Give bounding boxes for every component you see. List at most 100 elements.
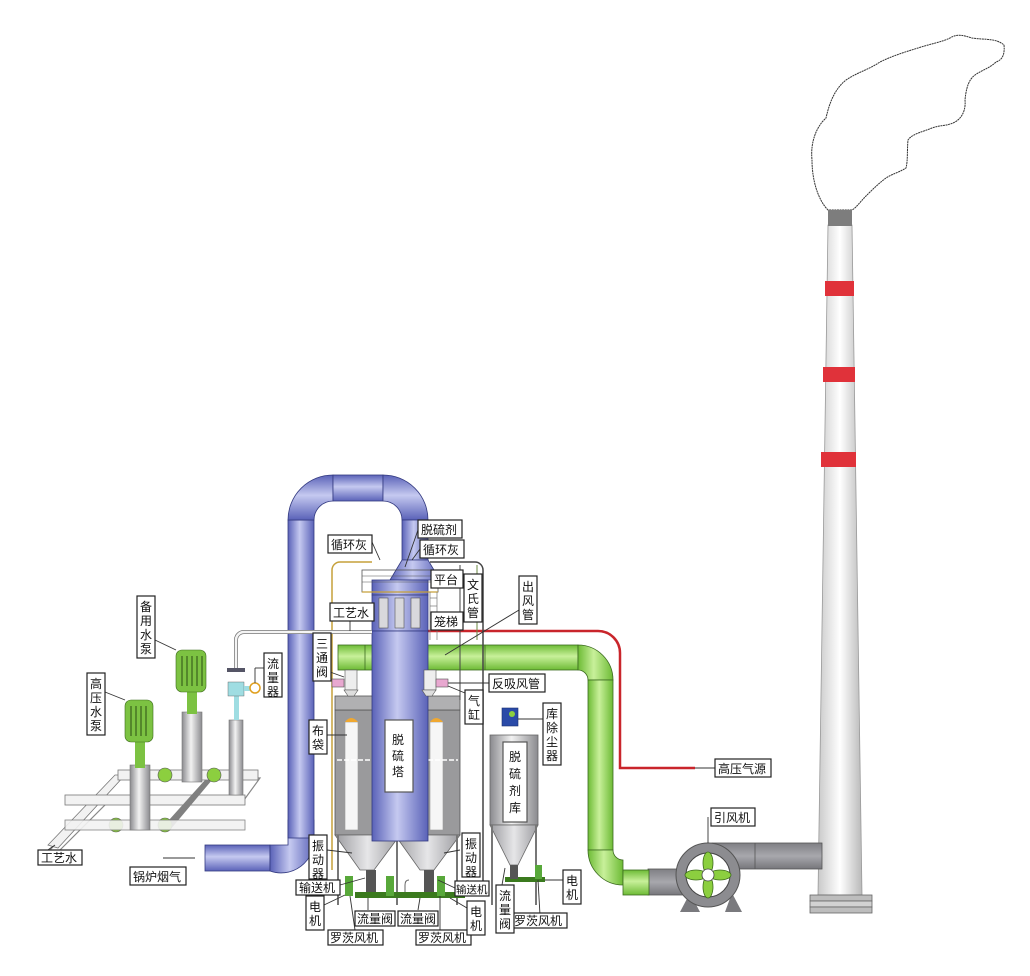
label-desulfurizer-silo: 脱硫剂库 <box>502 741 528 823</box>
flowmeter-assembly <box>227 630 372 796</box>
label-flow-valve-mid: 流量阀 <box>397 897 439 927</box>
label-text: 流量阀 <box>357 912 393 926</box>
label-text: 脱硫塔 <box>392 732 404 779</box>
label-desulfurization-tower: 脱硫塔 <box>384 719 414 793</box>
induced-draft-fan <box>647 842 823 912</box>
label-text: 三通阀 <box>316 637 328 679</box>
label-text: 脱硫剂 <box>421 522 457 537</box>
chimney-base-ring <box>809 906 873 914</box>
label-platform: 平台 <box>430 569 464 589</box>
conveyor-blower-right <box>404 870 465 898</box>
label-text: 振动器 <box>312 839 324 881</box>
label-flow-valve-left: 流量阀 <box>354 898 396 927</box>
chimney-red-band <box>825 281 854 296</box>
label-recycle-ash-left: 循环灰 <box>327 534 381 561</box>
label-text: 高压水泵 <box>90 676 102 733</box>
fan-impeller-icon <box>684 851 732 899</box>
label-cylinder: 气缸 <box>447 685 484 725</box>
label-text: 电机 <box>566 874 578 902</box>
label-text: 高压气源 <box>718 761 766 776</box>
label-cage-ladder: 笼梯 <box>430 611 464 631</box>
desulfurization-tower <box>361 559 441 842</box>
label-vibrator-right: 振动器 <box>443 832 481 879</box>
silo-dust-collector <box>501 707 519 727</box>
high-pressure-air-line <box>392 629 695 770</box>
high-pressure-pump <box>124 699 154 831</box>
label-process-water-top: 工艺水 <box>329 602 375 631</box>
label-recycle-ash-right: 循环灰 <box>411 539 465 561</box>
three-way-valve-right <box>421 669 449 697</box>
label-text: 平台 <box>434 572 458 587</box>
label-text: 布袋 <box>312 724 324 752</box>
chimney-red-band <box>821 452 856 467</box>
label-boiler-flue-gas: 锅炉烟气 <box>129 857 195 886</box>
label-text: 文氏管 <box>467 577 479 620</box>
label-outlet-duct: 出风管 <box>444 575 538 656</box>
label-text: 循环灰 <box>423 543 459 557</box>
label-flowmeter: 流量器 <box>254 652 283 699</box>
label-desulfurizer: 脱硫剂 <box>404 519 463 568</box>
venturi-tube <box>410 597 421 629</box>
label-text: 输送机 <box>456 883 488 896</box>
label-text: 工艺水 <box>333 606 369 620</box>
boiler-flue-duct <box>204 474 429 874</box>
label-high-pressure-air: 高压气源 <box>695 758 772 778</box>
label-three-way-valve: 三通阀 <box>312 632 345 682</box>
label-bag: 布袋 <box>308 719 347 755</box>
filter-bag <box>429 721 444 831</box>
chimney-body <box>817 224 863 896</box>
label-induced-draft-fan: 引风机 <box>707 807 756 843</box>
conveyor-blower-left <box>345 870 410 898</box>
chimney-top-cap <box>828 210 852 226</box>
label-venturi: 文氏管 <box>463 573 483 623</box>
label-roots-blower-mid: 罗茨风机 <box>415 896 472 946</box>
label-text: 工艺水 <box>41 851 77 865</box>
label-text: 备用水泵 <box>140 600 152 656</box>
label-roots-blower-left: 罗茨风机 <box>327 895 384 946</box>
label-text: 罗茨风机 <box>330 931 378 945</box>
label-text: 锅炉烟气 <box>133 869 181 884</box>
fan-stand <box>725 893 742 912</box>
label-text: 电机 <box>309 900 321 928</box>
label-process-water-bottom: 工艺水 <box>37 844 83 866</box>
label-high-pressure-pump: 高压水泵 <box>86 672 126 736</box>
label-text: 流量阀 <box>400 912 436 926</box>
label-text: 流量阀 <box>499 889 511 931</box>
chimney-red-band <box>823 367 855 382</box>
label-motor-mid: 电机 <box>449 897 486 936</box>
chimney-base-ring <box>809 894 873 902</box>
fan-stand <box>680 893 700 912</box>
chimney <box>809 34 1005 914</box>
backup-pump <box>175 649 207 783</box>
label-reverse-blow-duct: 反吸风管 <box>448 673 546 693</box>
venturi-tube <box>394 597 405 629</box>
label-text: 电机 <box>470 905 482 933</box>
label-text: 脱硫剂库 <box>509 749 521 815</box>
label-text: 罗茨风机 <box>418 931 466 945</box>
label-text: 出风管 <box>522 580 534 622</box>
label-motor-right: 电机 <box>545 869 582 905</box>
three-way-valve-left <box>331 669 359 697</box>
label-text: 输送机 <box>299 880 335 895</box>
label-motor-left: 电机 <box>305 894 346 931</box>
water-pump-system <box>47 630 372 861</box>
label-conveyor-right: 输送机 <box>437 879 490 897</box>
label-roots-blower-right: 罗茨风机 <box>511 879 568 929</box>
chimney-base-ring <box>809 900 873 908</box>
flowmeter-gauge-icon <box>249 682 261 694</box>
label-silo-dust-collector: 库除尘器 <box>518 702 562 766</box>
label-backup-pump: 备用水泵 <box>136 595 177 659</box>
label-text: 引风机 <box>714 811 750 825</box>
smoke-plume <box>811 34 1005 211</box>
label-conveyor-left: 输送机 <box>295 877 366 896</box>
label-vibrator-left: 振动器 <box>308 834 353 881</box>
filter-bag <box>344 721 359 831</box>
label-text: 笼梯 <box>434 614 458 629</box>
label-text: 气缸 <box>468 693 480 722</box>
label-text: 流量器 <box>267 657 279 699</box>
labels: 脱硫剂 循环灰 循环灰 平台 工艺水 笼梯 反吸风管 <box>37 519 772 946</box>
label-text: 循环灰 <box>331 538 367 552</box>
label-text: 反吸风管 <box>492 676 540 691</box>
label-text: 罗茨风机 <box>514 914 562 928</box>
